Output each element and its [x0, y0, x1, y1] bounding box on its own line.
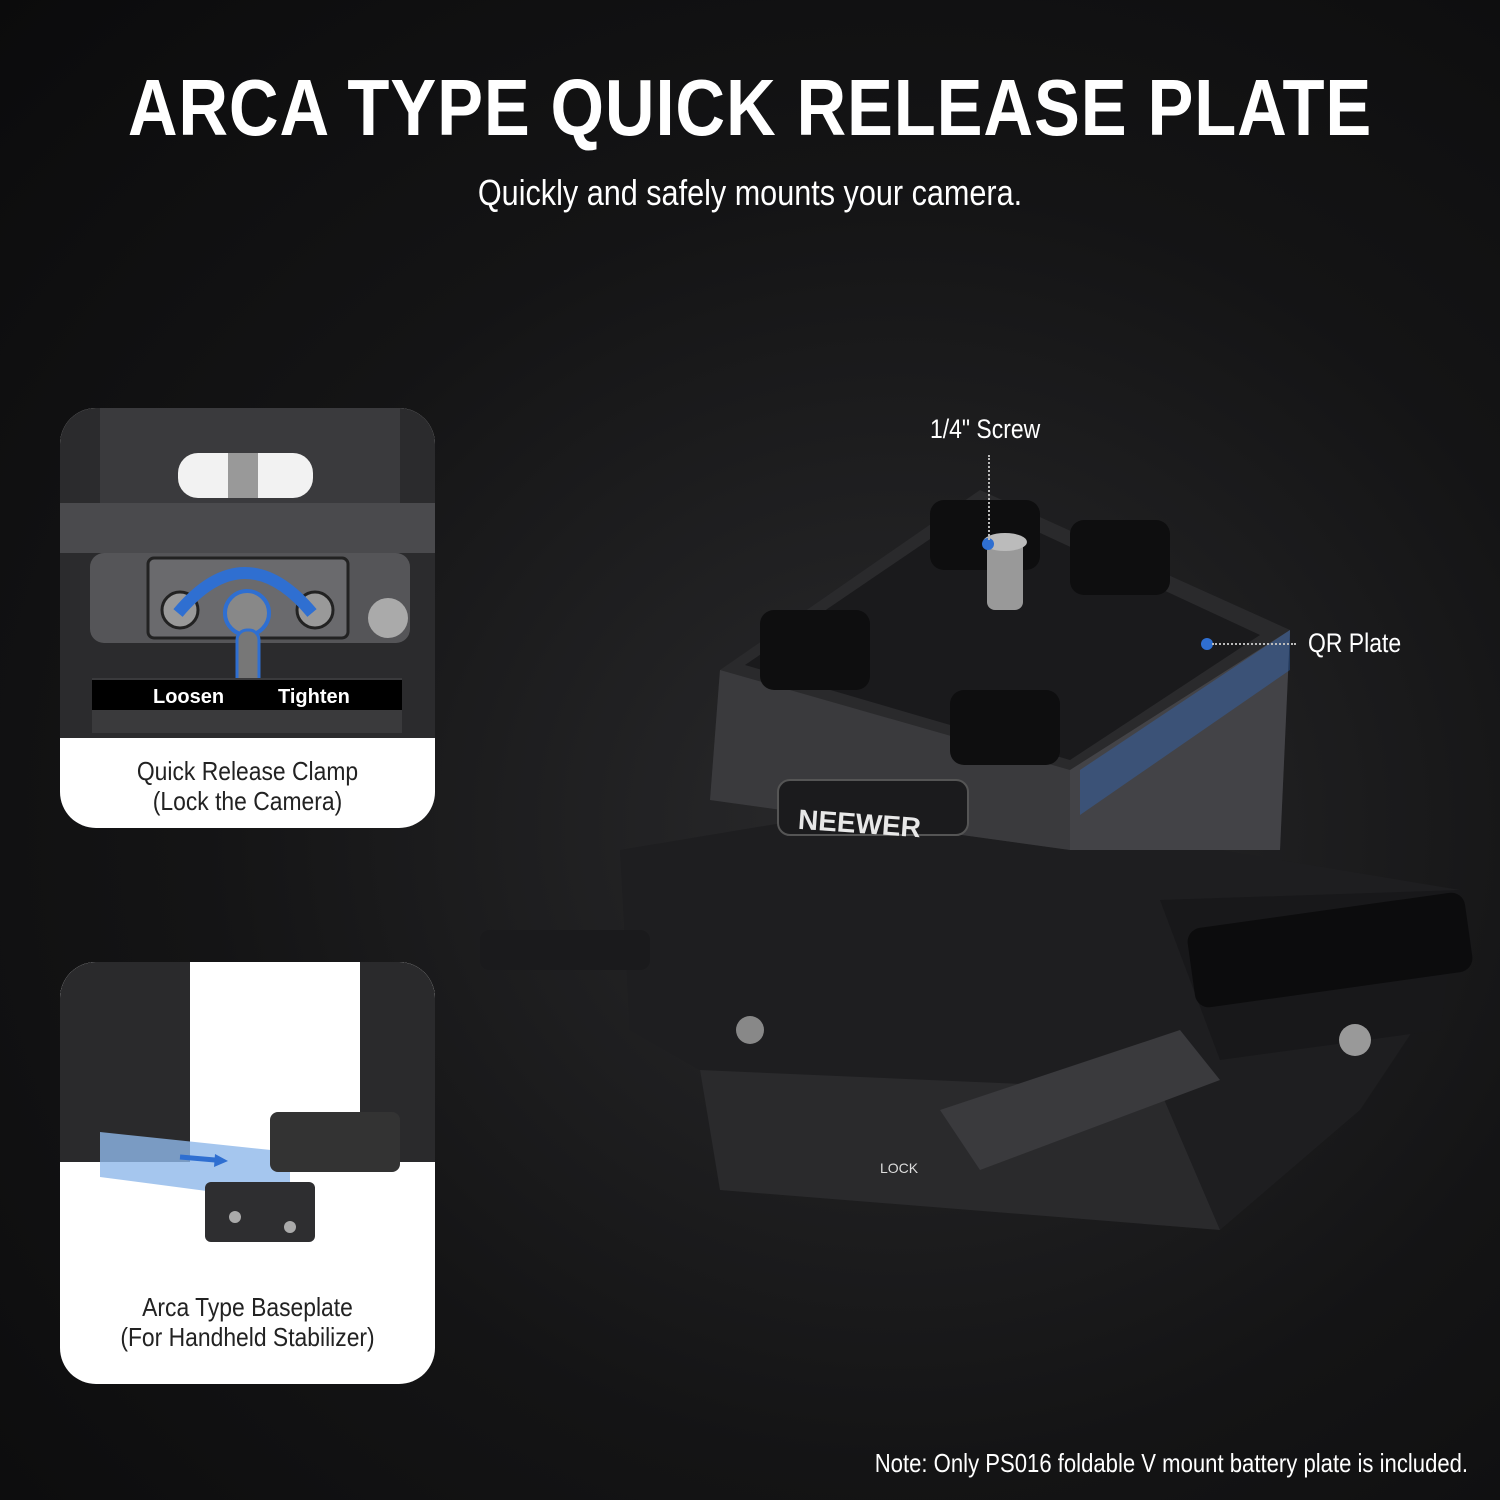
arca-baseplate-card: Arca Type Baseplate (For Handheld Stabil… [60, 962, 435, 1384]
card-caption-line2: (For Handheld Stabilizer) [120, 1322, 375, 1352]
clamp-image [60, 408, 435, 738]
card-caption-line1: Arca Type Baseplate [142, 1292, 353, 1322]
quick-release-clamp-card: Loosen Tighten Quick Release Clamp (Lock… [60, 408, 435, 828]
page-title: ARCA TYPE QUICK RELEASE PLATE [127, 63, 1373, 152]
tighten-label: Tighten [278, 686, 350, 708]
lock-marking: LOCK [880, 1160, 919, 1176]
card-caption-line2: (Lock the Camera) [152, 786, 343, 816]
loosen-label: Loosen [153, 686, 225, 708]
screw-callout-label: 1/4" Screw [930, 414, 1041, 444]
qr-plate-callout-label: QR Plate [1308, 628, 1402, 658]
card-caption-line1: Quick Release Clamp [136, 756, 359, 786]
qr-plate-callout-line [1212, 643, 1296, 645]
footnote: Note: Only PS016 foldable V mount batter… [874, 1448, 1468, 1478]
baseplate-image [60, 962, 435, 1292]
qr-plate-product-image [480, 490, 1473, 1230]
screw-callout-line [988, 455, 990, 540]
page-subtitle: Quickly and safely mounts your camera. [477, 172, 1023, 213]
